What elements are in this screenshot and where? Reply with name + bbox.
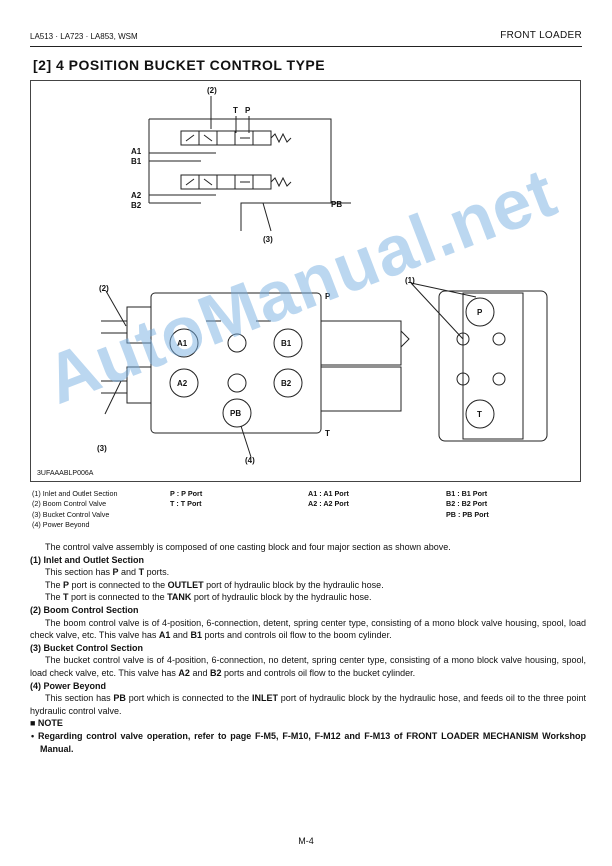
callout-2-block: (2) [99,284,109,293]
boom-spool-symbol [180,130,292,146]
intro-paragraph: The control valve assembly is composed o… [45,542,451,552]
port-A1: A1 [177,339,188,348]
legend-port-P: P : P Port [170,489,203,498]
section-title: [2] 4 POSITION BUCKET CONTROL TYPE [33,57,326,73]
label-B2-schem: B2 [131,201,142,210]
header-rule [30,46,582,47]
section-4-text: This section has PB port which is connec… [30,693,587,716]
label-B1-schem: B1 [131,157,142,166]
label-P-block: P [325,292,331,301]
legend-port-B1: B1 : B1 Port [446,489,488,498]
legend-item: (3) Bucket Control Valve [32,509,110,519]
callout-4: (4) [245,456,255,465]
callout-3-block: (3) [97,444,107,453]
legend-port-B2: B2 : B2 Port [446,499,488,509]
label-A1-schem: A1 [131,147,142,156]
legend-item: (4) Power Beyond [32,519,90,529]
page-header: LA513 · LA723 · LA853, WSM FRONT LOADER [30,30,582,44]
port-A2: A2 [177,379,188,388]
legend-item: (2) Boom Control Valve [32,499,107,509]
callout-2-top: (2) [207,86,217,95]
valve-block-side-view [410,282,548,442]
section-2-heading: (2) Boom Control Section [30,604,139,615]
note-heading: ■ NOTE [30,718,63,729]
label-PB-schem: PB [331,200,342,209]
section-2-text: The boom control valve is of 4-position,… [30,617,586,641]
callout-1: (1) [405,276,415,285]
callout-3-top: (3) [263,235,273,244]
section-3-heading: (3) Bucket Control Section [30,642,144,653]
port-B2: B2 [281,379,292,388]
section-1-line-2: The P port is connected to the OUTLET po… [45,579,384,590]
figure-code: 3UFAAABLP006A [37,470,94,477]
section-1-heading: (1) Inlet and Outlet Section [30,554,145,565]
header-section: FRONT LOADER [500,30,582,41]
legend-port-T: T : T Port [170,499,202,509]
section-1-line-3: The T port is connected to the TANK port… [45,592,372,603]
port-T-side: T [477,410,482,419]
page-number: M-4 [298,836,314,846]
section-4-heading: (4) Power Beyond [30,680,107,691]
valve-block-front-view [101,292,410,434]
note-text: • Regarding control valve operation, ref… [31,730,586,754]
section-3-text: The bucket control valve is of 4-positio… [30,655,586,678]
valve-diagram: (2) T P A1 B1 A2 B2 PB (3) (2) P (1) A1 … [97,86,548,465]
figure-frame: (2) T P A1 B1 A2 B2 PB (3) (2) P (1) A1 … [30,80,581,482]
port-PB: PB [230,409,241,418]
port-B1: B1 [281,339,292,348]
legend-port-A1: A1 : A1 Port [308,489,349,498]
label-A2-schem: A2 [131,191,142,200]
port-P-side: P [477,308,483,317]
label-T-block: T [325,429,330,438]
legend-port-PB: PB : PB Port [446,509,489,519]
legend-port-A2: A2 : A2 Port [308,499,349,509]
header-models: LA513 · LA723 · LA853, WSM [30,32,138,41]
label-T-top: T [233,106,238,115]
body-text: The control valve assembly is composed o… [30,541,586,755]
bucket-spool-symbol [180,174,292,190]
label-P-top: P [245,106,251,115]
section-1-line-1: This section has P and T ports. [45,567,170,578]
legend-item: (1) Inlet and Outlet Section [32,489,118,498]
